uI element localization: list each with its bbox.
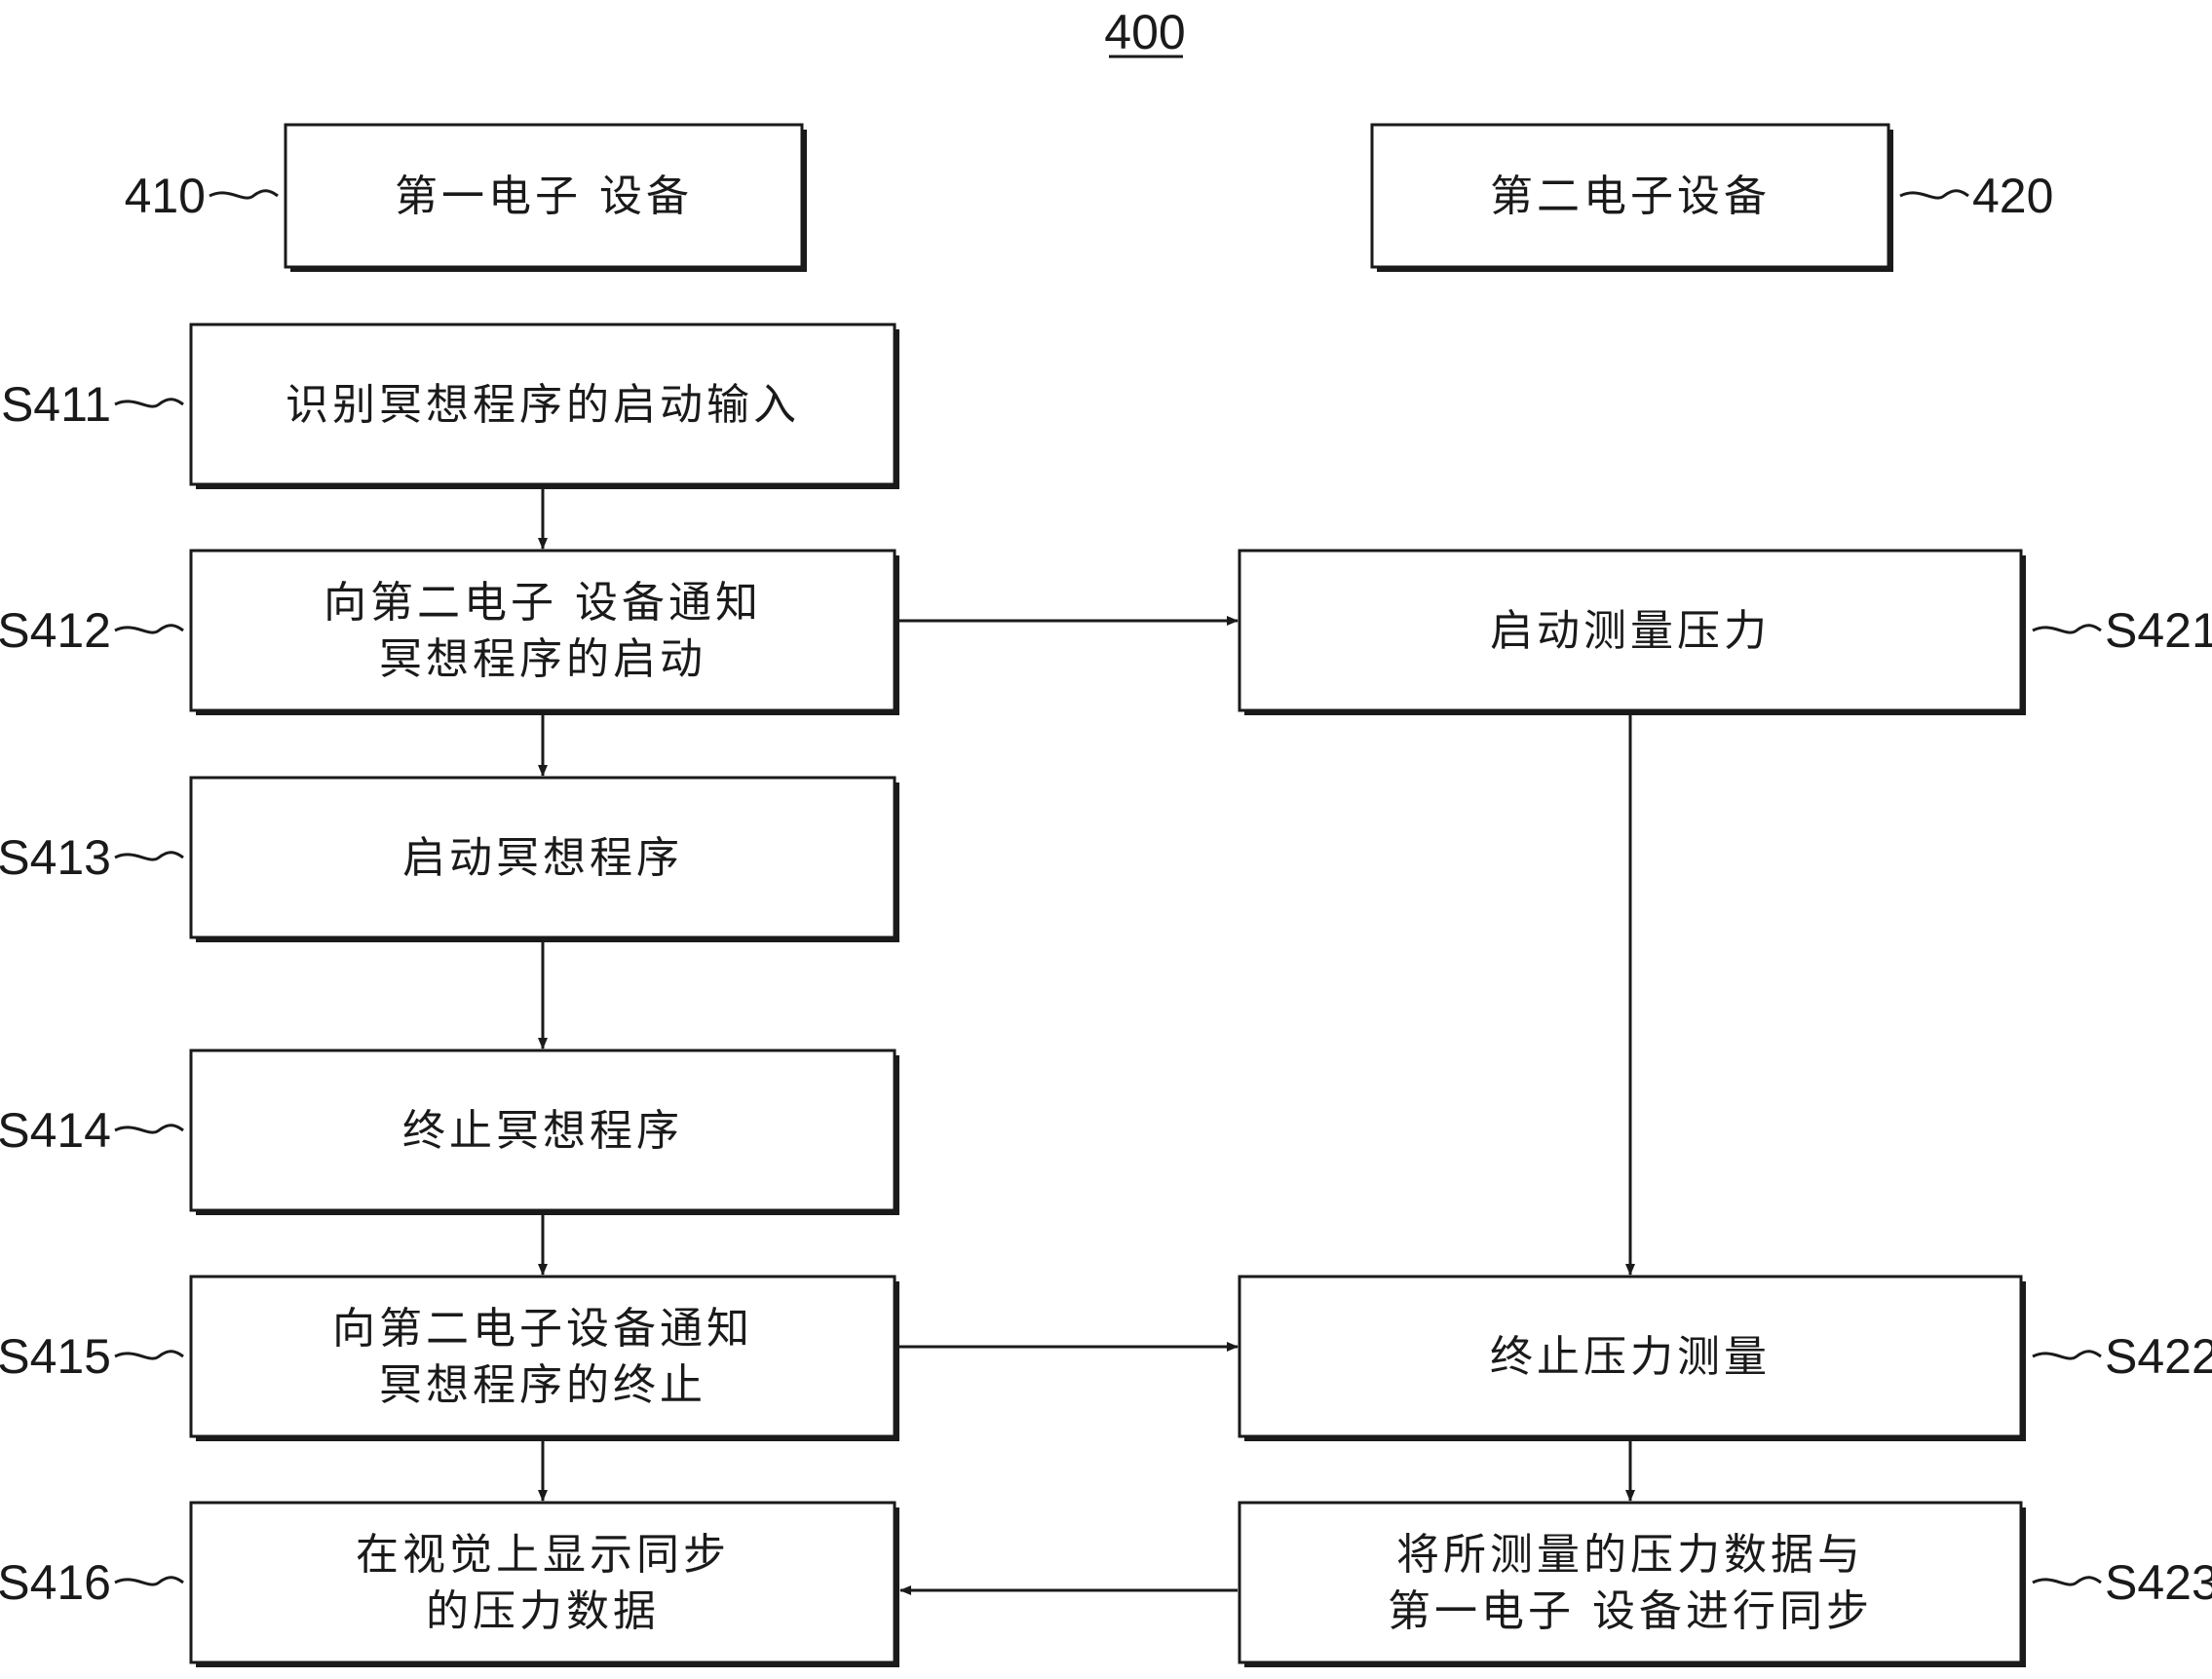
device2-box: 第二电子设备 — [1370, 123, 1893, 272]
s411-box: 识别冥想程序的启动输入 — [189, 323, 899, 489]
s413-label-line: 启动冥想程序 — [402, 833, 683, 883]
s422-box-frame — [1238, 1275, 2023, 1438]
s421-ref-label: S421 — [2105, 603, 2212, 658]
s415-label-line: 向第二电子设备通知 — [332, 1304, 753, 1354]
s423-label-line: 第一电子 设备进行同步 — [1388, 1586, 1873, 1636]
s412-label-line: 向第二电子 设备通知 — [324, 578, 762, 628]
s416-label-line: 的压力数据 — [426, 1586, 660, 1636]
device1-box-frame — [284, 123, 804, 269]
s413-box: 启动冥想程序 — [189, 776, 899, 942]
device2-ref-leader — [1899, 189, 1969, 200]
s414-box-frame — [189, 1049, 896, 1212]
device1-ref-leader — [209, 189, 279, 200]
s413-box-frame — [189, 776, 896, 939]
s422-label-line: 终止压力测量 — [1490, 1332, 1771, 1382]
process-boxes: 第一电子 设备第二电子设备识别冥想程序的启动输入向第二电子 设备通知冥想程序的启… — [189, 123, 2026, 1667]
device1-box: 第一电子 设备 — [284, 123, 807, 272]
s423-ref-leader — [2032, 1576, 2102, 1586]
s416-label-line: 在视觉上显示同步 — [356, 1530, 730, 1580]
s415-ref-label: S415 — [0, 1329, 111, 1384]
s411-label-line: 识别冥想程序的启动输入 — [286, 380, 800, 430]
s421-ref-leader — [2032, 624, 2102, 634]
device1-label-line: 第一电子 设备 — [395, 172, 693, 221]
s411-ref-leader — [114, 398, 184, 408]
s414-box: 终止冥想程序 — [189, 1049, 899, 1215]
s412-ref-label: S412 — [0, 603, 111, 658]
s415-ref-leader — [114, 1350, 184, 1360]
s416-ref-leader — [114, 1576, 184, 1586]
s422-ref-label: S422 — [2105, 1329, 2212, 1384]
s423-ref-label: S423 — [2105, 1555, 2212, 1610]
s412-box-frame — [189, 549, 896, 712]
s414-label-line: 终止冥想程序 — [402, 1106, 683, 1156]
s413-ref-label: S413 — [0, 830, 111, 885]
s412-label-line: 冥想程序的启动 — [379, 634, 706, 684]
s411-box-frame — [189, 323, 896, 486]
s422-ref-leader — [2032, 1350, 2102, 1360]
s423-label-line: 将所测量的压力数据与 — [1396, 1530, 1864, 1580]
device2-label-line: 第二电子设备 — [1490, 172, 1771, 221]
s412-ref-leader — [114, 624, 184, 634]
device2-ref-label: 420 — [1972, 169, 2053, 223]
s416-box-frame — [189, 1501, 896, 1664]
figure-number: 400 — [1104, 5, 1185, 59]
s416-ref-label: S416 — [0, 1555, 111, 1610]
s415-label-line: 冥想程序的终止 — [379, 1360, 706, 1410]
s411-ref-label: S411 — [1, 377, 111, 432]
s421-box: 启动测量压力 — [1238, 549, 2026, 715]
device2-box-frame — [1370, 123, 1890, 269]
s423-box-frame — [1238, 1501, 2023, 1664]
s421-label-line: 启动测量压力 — [1490, 606, 1771, 656]
s414-ref-label: S414 — [0, 1103, 111, 1158]
s421-box-frame — [1238, 549, 2023, 712]
s422-box: 终止压力测量 — [1238, 1275, 2026, 1441]
s413-ref-leader — [114, 851, 184, 861]
s414-ref-leader — [114, 1124, 184, 1134]
flow-arrows — [538, 489, 1635, 1595]
s415-box-frame — [189, 1275, 896, 1438]
device1-ref-label: 410 — [125, 169, 206, 223]
